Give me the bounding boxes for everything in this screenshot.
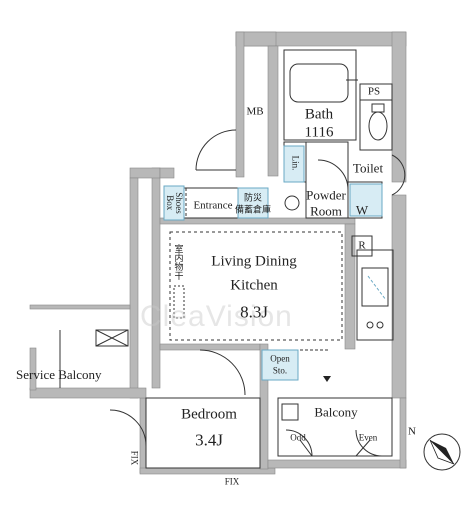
direction-marker-icon — [323, 376, 331, 382]
label-bousai-1: 防災 — [243, 192, 263, 203]
label-bath: Bath — [304, 106, 334, 123]
label-powder: Powder — [306, 187, 346, 203]
label-mb: MB — [246, 105, 264, 118]
label-fix-left: FIX — [129, 450, 140, 466]
label-service-balcony: Service Balcony — [16, 367, 102, 382]
label-toilet: Toilet — [352, 160, 384, 176]
watermark: CleaVision — [140, 300, 293, 333]
label-living-size: 8.3J — [240, 302, 268, 322]
label-entrance: Entrance — [193, 199, 233, 212]
walls — [29, 31, 407, 475]
label-shoes-box: Shoes Box — [165, 192, 184, 214]
label-bath-size: 1116 — [304, 124, 334, 141]
label-powder-room: Room — [310, 203, 342, 219]
label-bedroom-size: 3.4J — [195, 430, 223, 450]
label-r: R — [358, 239, 366, 252]
label-living-1: Living Dining — [211, 253, 297, 270]
label-compass-n: N — [408, 425, 416, 438]
kitchen-dashed — [367, 275, 387, 301]
label-lin: Lin. — [290, 155, 301, 171]
label-open-sto-2: Sto. — [272, 365, 288, 376]
label-w: W — [355, 202, 369, 218]
label-bedroom: Bedroom — [181, 406, 237, 423]
label-fix-bottom: FIX — [224, 476, 240, 487]
label-bousai-2: 備蓄倉庫 — [234, 204, 272, 215]
label-balcony: Balcony — [314, 404, 358, 420]
compass-icon — [423, 433, 461, 471]
storage-boxes — [163, 145, 383, 381]
label-even: Even — [358, 432, 378, 443]
label-open-sto-1: Open — [270, 353, 290, 364]
label-ps: PS — [367, 85, 381, 98]
label-odd: Odd — [290, 432, 306, 443]
label-indoor-dry: 室内物干 — [173, 244, 184, 280]
label-living-2: Kitchen — [230, 277, 278, 294]
